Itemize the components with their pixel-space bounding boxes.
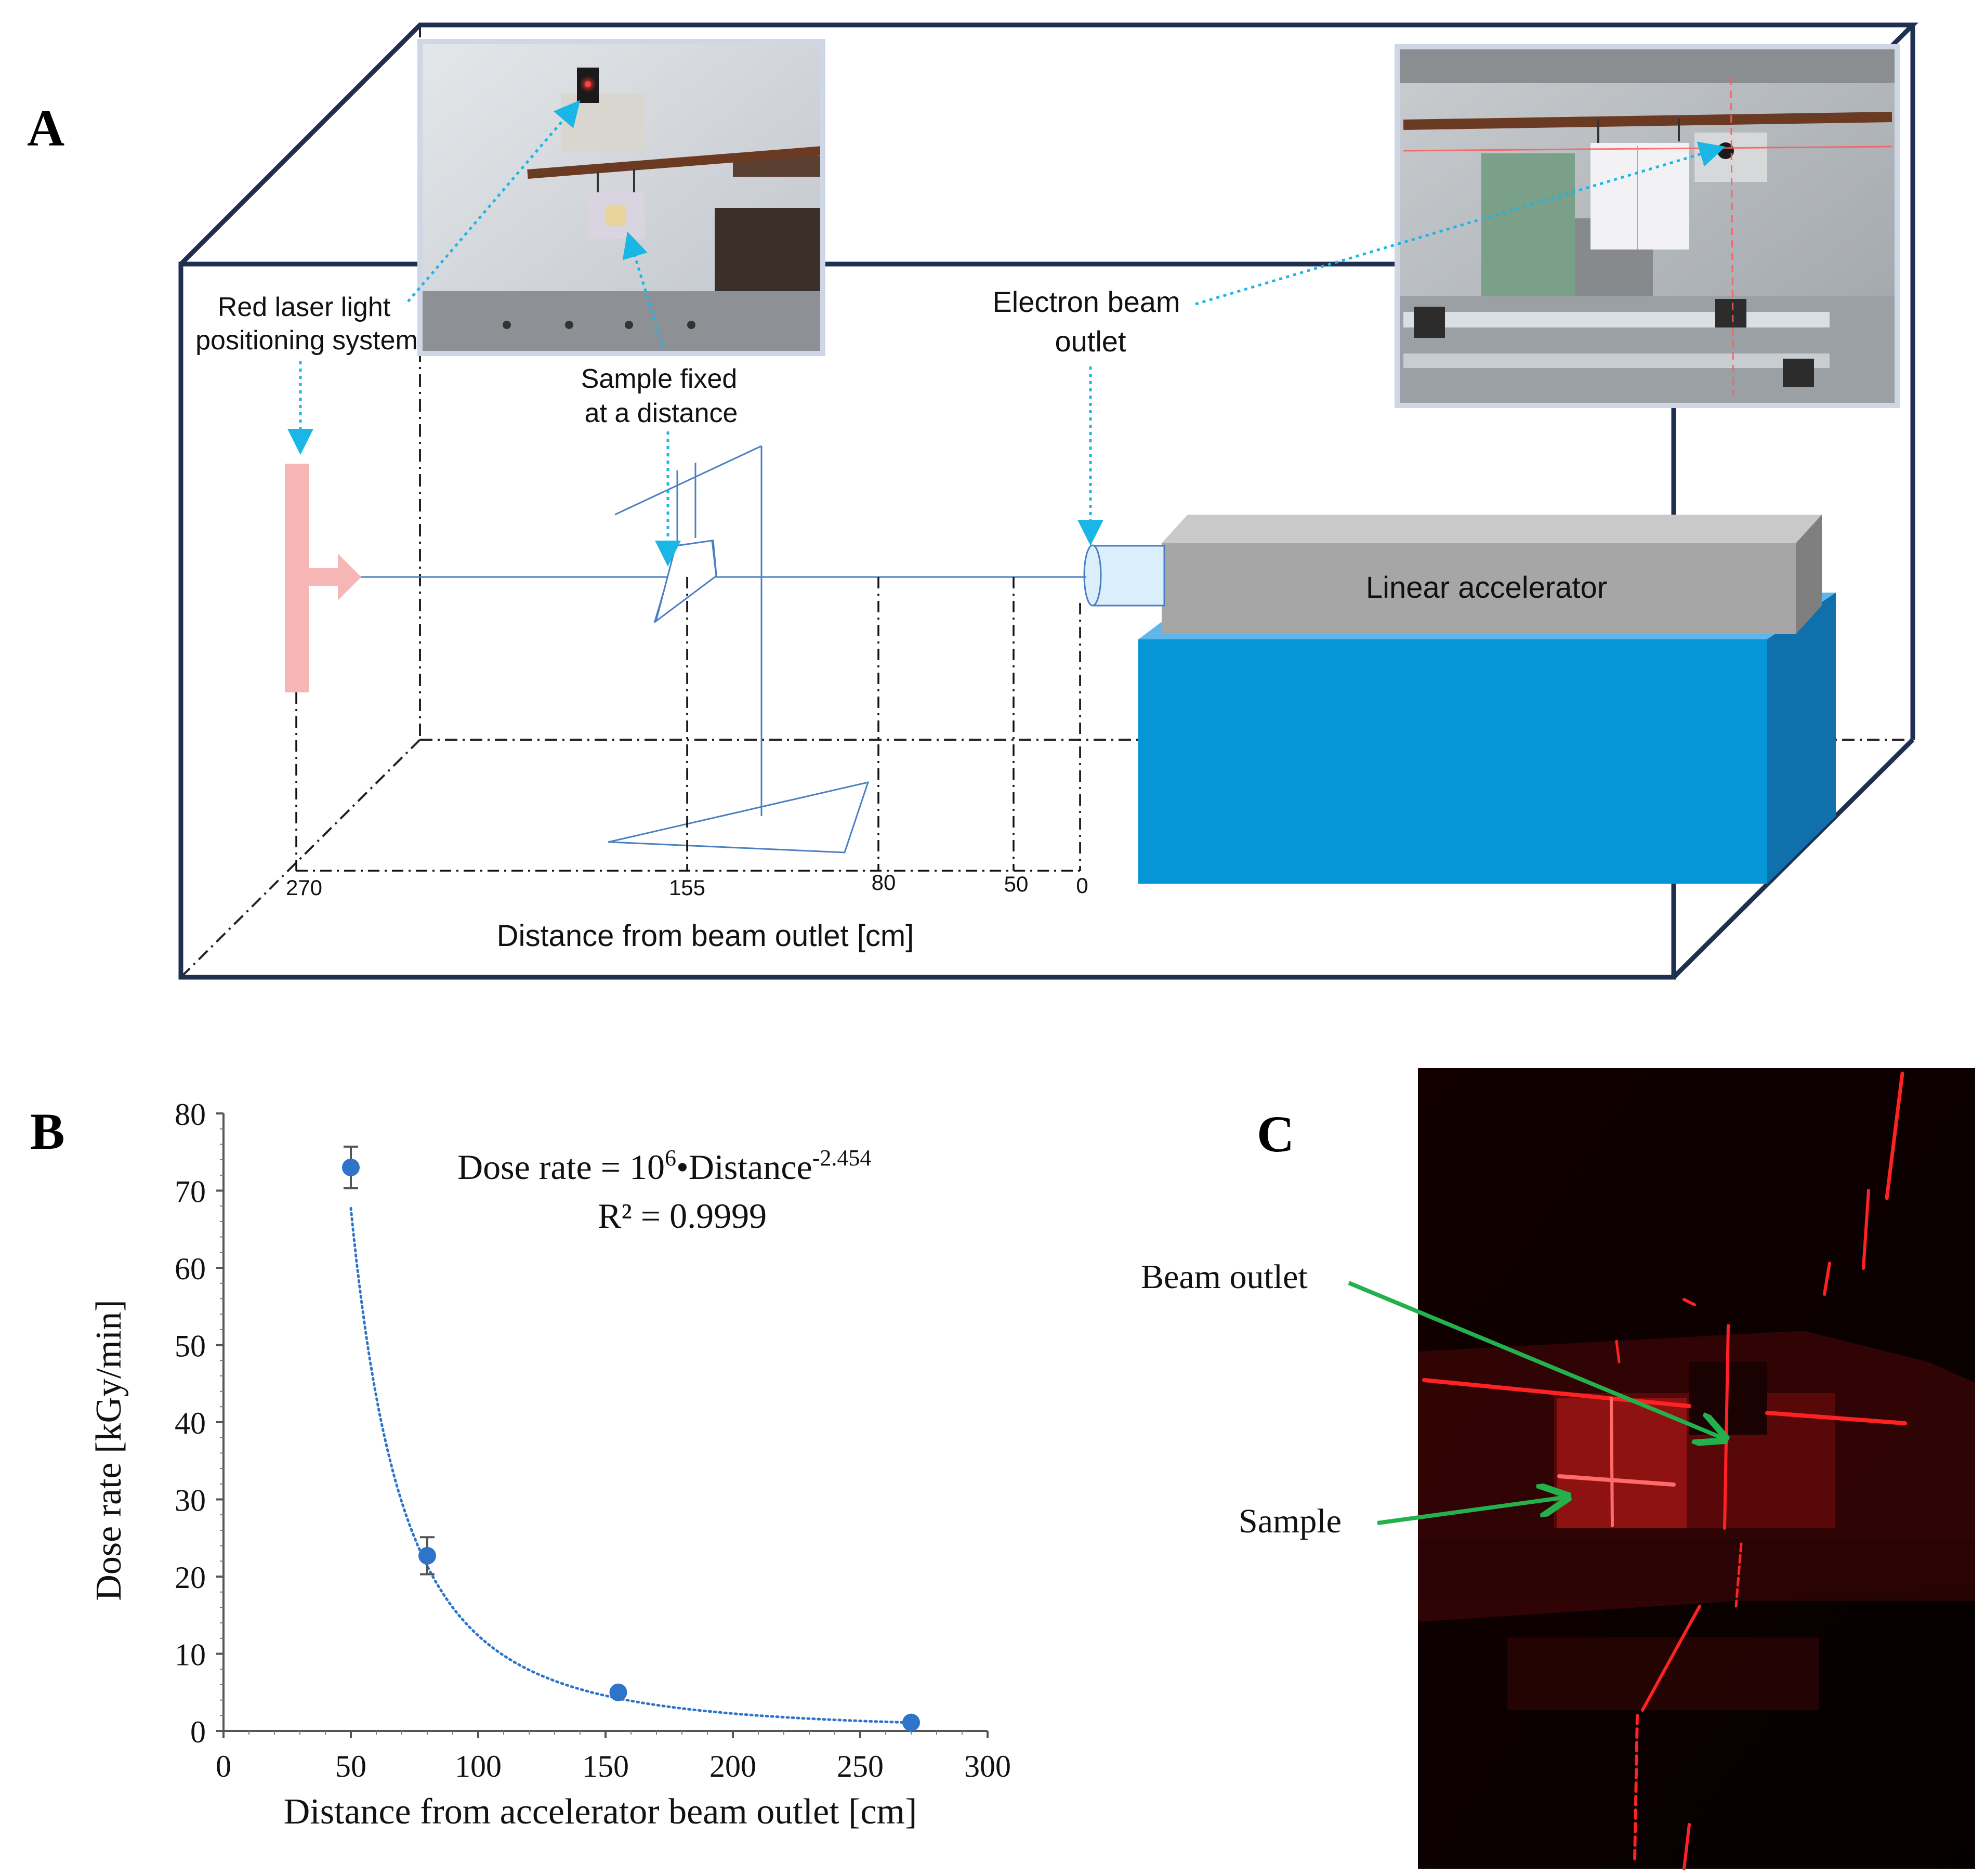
chart-y-tick-label: 70 — [175, 1175, 206, 1209]
equation-mid-sup: -2.454 — [812, 1145, 872, 1171]
chart-y-ticks: 0 10 20 30 40 50 60 70 80 — [175, 1097, 224, 1749]
chart-error-bars — [344, 1145, 435, 1576]
chart-points — [342, 1158, 920, 1731]
beam-outlet-arrow — [1348, 1281, 1725, 1439]
chart-x-tick-label: 300 — [964, 1749, 1011, 1783]
chart-y-title: Dose rate [kGy/min] — [89, 1300, 129, 1600]
chart-equation: Dose rate = 106•Distance-2.454 — [457, 1145, 871, 1187]
room-box-outline — [178, 22, 1918, 980]
chart-y-tick-label: 80 — [175, 1097, 206, 1132]
equation-mid: •Distance — [676, 1147, 812, 1187]
photo-frame-left — [417, 39, 825, 356]
sample-arrow — [1377, 1497, 1567, 1525]
sample-label: Sample — [1239, 1502, 1342, 1540]
beam-outlet-label: Beam outlet — [1141, 1258, 1308, 1296]
chart-y-tick-label: 20 — [175, 1560, 206, 1595]
panel-b-label: B — [30, 1103, 65, 1160]
laser-marker — [285, 464, 361, 692]
chart-y-tick-label: 0 — [190, 1715, 206, 1749]
distance-axis-title: Distance from beam outlet [cm] — [497, 919, 914, 953]
laser-label-line1: Red laser light — [218, 292, 391, 322]
sample-label-line1: Sample fixed — [581, 364, 738, 394]
chart-y-tick-label: 60 — [175, 1252, 206, 1286]
tick-80: 80 — [872, 870, 896, 895]
chart-x-title: Distance from accelerator beam outlet [c… — [284, 1792, 917, 1832]
sample-stand — [608, 445, 870, 854]
panel-c-label: C — [1257, 1105, 1294, 1163]
panel-a-label: A — [27, 99, 64, 157]
chart-x-ticks: 0 50 100 150 200 250 300 — [216, 1731, 1011, 1783]
chart-data-point — [609, 1683, 627, 1701]
accelerator-base — [1138, 593, 1836, 884]
outlet-label-line2: outlet — [1055, 325, 1126, 358]
chart: 0 10 20 30 40 50 60 70 80 0 50 100 150 200 250 300 Dos… — [89, 1097, 1011, 1832]
chart-trendline — [349, 1206, 913, 1724]
tick-155: 155 — [669, 875, 705, 900]
chart-y-tick-label: 50 — [175, 1329, 206, 1363]
photo-laser-system — [420, 42, 824, 353]
photo-frame-right — [1395, 44, 1900, 408]
tick-0: 0 — [1076, 873, 1088, 898]
laser-alignment-photo — [1418, 1068, 1975, 1870]
tick-270: 270 — [286, 875, 322, 900]
chart-data-point — [418, 1546, 436, 1565]
sample-label-line2: at a distance — [585, 398, 738, 428]
chart-y-tick-label: 40 — [175, 1406, 206, 1440]
outlet-label-line1: Electron beam — [992, 285, 1180, 318]
chart-x-tick-label: 150 — [582, 1749, 629, 1783]
equation-lhs-sup: 6 — [665, 1145, 676, 1171]
chart-x-tick-label: 200 — [709, 1749, 756, 1783]
chart-x-tick-label: 0 — [216, 1749, 231, 1783]
chart-y-tick-label: 30 — [175, 1484, 206, 1518]
chart-x-tick-label: 50 — [335, 1749, 366, 1783]
chart-r2: R² = 0.9999 — [598, 1196, 767, 1236]
equation-lhs: Dose rate = 10 — [457, 1147, 665, 1187]
chart-x-tick-label: 100 — [455, 1749, 502, 1783]
photo-beam-outlet — [1397, 47, 1897, 405]
linear-accelerator-label: Linear accelerator — [1366, 571, 1607, 605]
panel-b: B 0 10 20 30 40 50 60 70 80 0 50 100 150 200 250 300 D… — [30, 1097, 1011, 1832]
sample-plate — [654, 540, 717, 623]
chart-x-tick-label: 250 — [837, 1749, 884, 1783]
laser-label-line2: positioning system — [195, 325, 418, 356]
distance-guides — [295, 577, 1081, 872]
tick-50: 50 — [1004, 872, 1029, 896]
beam-outlet-cylinder — [1083, 544, 1165, 607]
chart-y-tick-label: 10 — [175, 1638, 206, 1672]
linear-accelerator: Linear accelerator — [1162, 515, 1822, 634]
panel-c: C — [1141, 1068, 1975, 1870]
chart-data-point — [902, 1713, 920, 1731]
chart-data-point — [342, 1158, 360, 1176]
panel-a: A — [27, 22, 1918, 980]
callout-arrows — [287, 100, 1726, 567]
distance-tick-labels: 270 155 80 50 0 — [286, 870, 1088, 900]
